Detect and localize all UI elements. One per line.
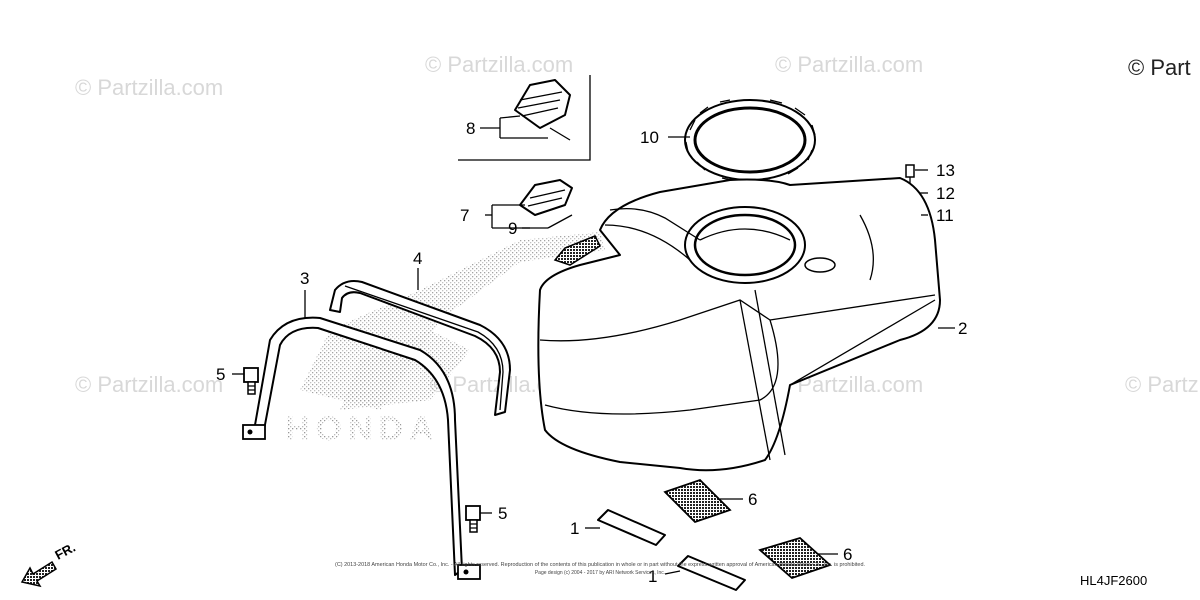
callout-4: 4 xyxy=(413,249,422,268)
callout-1: 1 xyxy=(570,519,579,538)
part-4-rubber-strap xyxy=(329,280,511,416)
corner-watermark: © Part xyxy=(1128,55,1191,80)
watermark: © Partzilla.com xyxy=(775,52,923,77)
part-10-ring xyxy=(684,99,816,183)
callout-11: 11 xyxy=(936,206,954,225)
front-direction-indicator: FR. xyxy=(20,540,78,588)
callout-6: 6 xyxy=(748,490,757,509)
part-3-strap xyxy=(242,316,481,580)
leader-lines xyxy=(232,136,955,575)
part-5-bolt-upper xyxy=(243,367,259,395)
callout-1: 1 xyxy=(648,567,657,586)
footer: (C) 2013-2018 American Honda Motor Co., … xyxy=(335,562,865,576)
callout-8: 8 xyxy=(466,119,475,138)
callout-13: 13 xyxy=(936,161,955,180)
part-1-pad-lower xyxy=(677,555,746,591)
part-8-cap-kit xyxy=(458,75,591,161)
part-6-filter-upper xyxy=(663,478,732,524)
callout-3: 3 xyxy=(300,269,309,288)
callout-12: 12 xyxy=(936,184,955,203)
diagram-code: HL4JF2600 xyxy=(1080,573,1147,588)
part-1-pad-upper xyxy=(597,509,666,546)
direction-label: FR. xyxy=(52,540,78,563)
page-design-line: Page design (c) 2004 - 2017 by ARI Netwo… xyxy=(535,570,665,576)
callout-10: 10 xyxy=(640,128,659,147)
callout-5: 5 xyxy=(216,365,225,384)
copyright-line: (C) 2013-2018 American Honda Motor Co., … xyxy=(335,562,865,568)
watermark: © Partzilla.com xyxy=(1125,372,1200,397)
callout-2: 2 xyxy=(958,319,967,338)
callout-9: 9 xyxy=(508,219,517,238)
part-7-cap xyxy=(485,179,573,229)
honda-logo-watermark: HONDA xyxy=(285,232,605,448)
arrow-icon xyxy=(20,560,58,588)
watermark: © Partzilla.com xyxy=(75,75,223,100)
watermark: © Partzilla.com xyxy=(425,52,573,77)
callout-6: 6 xyxy=(843,545,852,564)
watermark: © Partzilla.com xyxy=(75,372,223,397)
part-5-bolt-lower xyxy=(465,505,481,533)
part-2-fuel-tank xyxy=(537,177,941,472)
part-6-filter-lower xyxy=(758,536,832,580)
callout-7: 7 xyxy=(460,206,469,225)
honda-logo-text: HONDA xyxy=(285,410,440,448)
callout-5: 5 xyxy=(498,504,507,523)
callouts: 1 1 2 3 4 5 5 6 6 7 8 9 10 11 12 13 xyxy=(216,119,967,586)
